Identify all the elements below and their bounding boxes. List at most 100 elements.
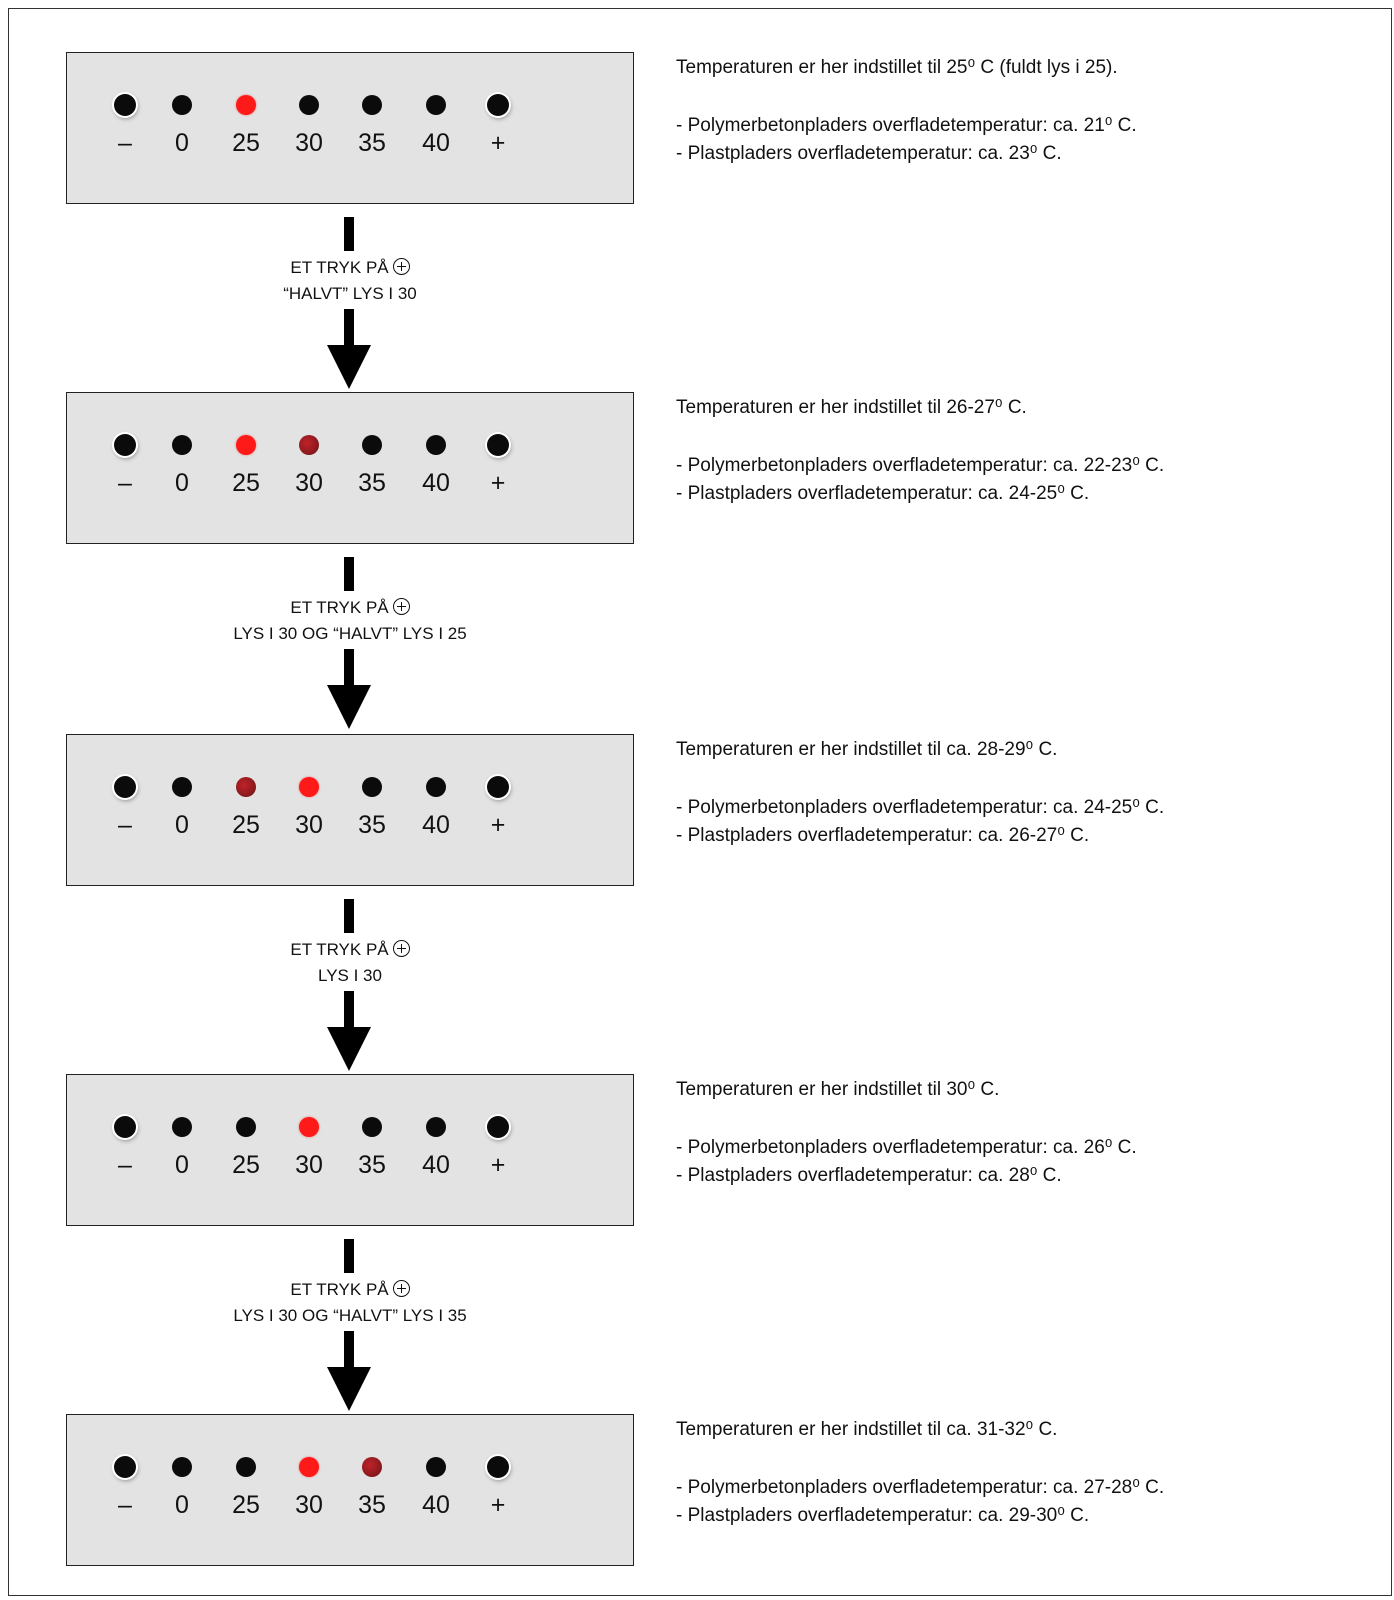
- arrow-stem: [344, 1239, 354, 1273]
- panel-label-25: 25: [232, 1151, 260, 1179]
- plus-button[interactable]: [487, 434, 509, 456]
- indicator-light-35: [362, 777, 382, 797]
- indicator-light-0: [172, 1457, 192, 1477]
- panel-label-30: 30: [295, 469, 323, 497]
- panel-label-40: 40: [422, 1151, 450, 1179]
- minus-button[interactable]: [114, 434, 136, 456]
- indicator-light-0: [172, 777, 192, 797]
- indicator-light-0: [172, 1117, 192, 1137]
- circled-plus-icon: [392, 598, 410, 615]
- arrow-stem: [344, 557, 354, 591]
- panel-label-40: 40: [422, 811, 450, 839]
- panel-label-40: 40: [422, 1491, 450, 1519]
- down-arrow-icon: [327, 1027, 371, 1071]
- transition-caption: ET TRYK PÅ LYS I 30 OG “HALVT” LYS I 35: [150, 1277, 550, 1329]
- polymer-surface-temp: - Polymerbetonpladers overfladetemperatu…: [676, 797, 1165, 818]
- panel-label-minus: –: [118, 129, 132, 157]
- light-result-text: “HALVT” LYS I 30: [283, 284, 417, 303]
- arrow-stem: [344, 899, 354, 933]
- minus-button[interactable]: [114, 776, 136, 798]
- polymer-surface-temp: - Polymerbetonpladers overfladetemperatu…: [676, 455, 1165, 476]
- plus-button[interactable]: [487, 1116, 509, 1138]
- panel-label-plus: +: [490, 1491, 506, 1519]
- light-result-text: LYS I 30 OG “HALVT” LYS I 35: [233, 1306, 467, 1325]
- diagram-frame: [8, 8, 1392, 1596]
- step-description: Temperaturen er her indstillet til 26-27…: [676, 394, 1164, 508]
- panel-label-0: 0: [175, 129, 189, 157]
- minus-button[interactable]: [114, 1456, 136, 1478]
- indicator-light-30: [299, 95, 319, 115]
- panel-label-plus: +: [490, 811, 506, 839]
- plus-button[interactable]: [487, 776, 509, 798]
- plus-button[interactable]: [487, 1456, 509, 1478]
- indicator-light-25: [236, 95, 256, 115]
- indicator-light-40: [426, 95, 446, 115]
- minus-button[interactable]: [114, 1116, 136, 1138]
- arrow-shaft: [344, 309, 354, 349]
- light-result-text: LYS I 30 OG “HALVT” LYS I 25: [233, 624, 467, 643]
- indicator-light-30: [299, 1457, 319, 1477]
- panel-label-30: 30: [295, 1151, 323, 1179]
- panel-label-25: 25: [232, 469, 260, 497]
- indicator-light-35: [362, 1457, 382, 1477]
- circled-plus-icon: [392, 940, 410, 957]
- transition-caption: ET TRYK PÅ “HALVT” LYS I 30: [150, 255, 550, 307]
- panel-label-35: 35: [358, 1491, 386, 1519]
- plastic-surface-temp: - Plastpladers overfladetemperatur: ca. …: [676, 1505, 1090, 1526]
- panel-label-plus: +: [490, 1151, 506, 1179]
- panel-label-25: 25: [232, 811, 260, 839]
- indicator-light-25: [236, 777, 256, 797]
- plastic-surface-temp: - Plastpladers overfladetemperatur: ca. …: [676, 825, 1090, 846]
- panel-label-0: 0: [175, 469, 189, 497]
- down-arrow-icon: [327, 345, 371, 389]
- press-instruction: ET TRYK PÅ: [150, 255, 550, 281]
- panel-label-25: 25: [232, 1491, 260, 1519]
- plastic-surface-temp: - Plastpladers overfladetemperatur: ca. …: [676, 483, 1090, 504]
- panel-label-minus: –: [118, 1151, 132, 1179]
- transition-caption: ET TRYK PÅ LYS I 30 OG “HALVT” LYS I 25: [150, 595, 550, 647]
- press-instruction: ET TRYK PÅ: [150, 937, 550, 963]
- control-panel: – 0 25 30 35 40 +: [66, 52, 634, 204]
- indicator-light-35: [362, 95, 382, 115]
- indicator-light-25: [236, 1457, 256, 1477]
- press-instruction: ET TRYK PÅ: [150, 1277, 550, 1303]
- press-instruction: ET TRYK PÅ: [150, 595, 550, 621]
- arrow-shaft: [344, 649, 354, 689]
- indicator-light-30: [299, 435, 319, 455]
- panel-label-30: 30: [295, 129, 323, 157]
- setting-heading: Temperaturen er her indstillet til 30⁰ C…: [676, 1079, 1000, 1100]
- step-description: Temperaturen er her indstillet til ca. 3…: [676, 1416, 1164, 1530]
- polymer-surface-temp: - Polymerbetonpladers overfladetemperatu…: [676, 1137, 1137, 1158]
- control-panel: – 0 25 30 35 40 +: [66, 1074, 634, 1226]
- panel-label-40: 40: [422, 129, 450, 157]
- arrow-stem: [344, 217, 354, 251]
- panel-label-0: 0: [175, 1151, 189, 1179]
- step-description: Temperaturen er her indstillet til ca. 2…: [676, 736, 1164, 850]
- circled-plus-icon: [392, 258, 410, 275]
- panel-label-35: 35: [358, 1151, 386, 1179]
- step-description: Temperaturen er her indstillet til 30⁰ C…: [676, 1076, 1137, 1190]
- press-action-text: ET TRYK PÅ: [290, 940, 389, 959]
- down-arrow-icon: [327, 685, 371, 729]
- indicator-light-40: [426, 435, 446, 455]
- panel-label-plus: +: [490, 469, 506, 497]
- arrow-shaft: [344, 991, 354, 1031]
- panel-label-minus: –: [118, 811, 132, 839]
- panel-label-minus: –: [118, 469, 132, 497]
- panel-label-35: 35: [358, 811, 386, 839]
- minus-button[interactable]: [114, 94, 136, 116]
- panel-label-35: 35: [358, 129, 386, 157]
- plus-button[interactable]: [487, 94, 509, 116]
- setting-heading: Temperaturen er her indstillet til ca. 2…: [676, 739, 1058, 760]
- panel-label-25: 25: [232, 129, 260, 157]
- circled-plus-icon: [392, 1280, 410, 1297]
- panel-label-30: 30: [295, 1491, 323, 1519]
- press-action-text: ET TRYK PÅ: [290, 1280, 389, 1299]
- indicator-light-25: [236, 1117, 256, 1137]
- panel-label-plus: +: [490, 129, 506, 157]
- light-result-text: LYS I 30: [318, 966, 382, 985]
- panel-label-30: 30: [295, 811, 323, 839]
- down-arrow-icon: [327, 1367, 371, 1411]
